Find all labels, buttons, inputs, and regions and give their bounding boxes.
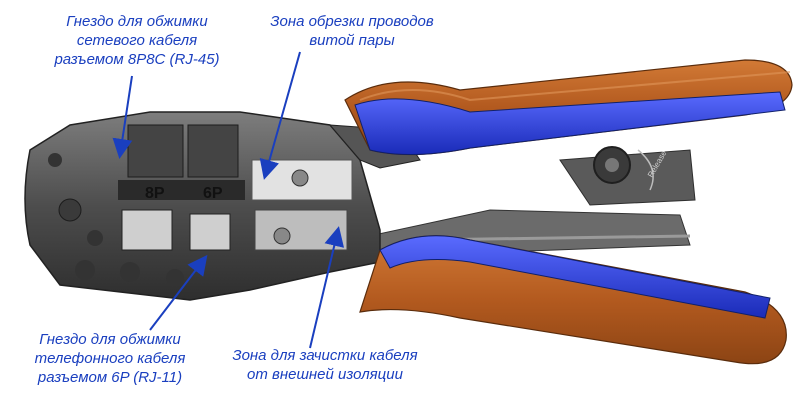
callout-arrows (112, 51, 345, 349)
tool-head: 8P 6P (24, 111, 421, 301)
callout-line: Зона для зачистки кабеля (232, 347, 418, 364)
bolt-icon (120, 262, 140, 282)
callout-rj11-socket: Гнездо для обжимки телефонного кабеля ра… (0, 330, 220, 387)
bolt-icon (75, 260, 95, 280)
callout-line: разъемом 8P8C (RJ-45) (54, 51, 220, 68)
arrow-rj45 (112, 75, 133, 159)
arrow-strip-zone (309, 226, 345, 349)
stripping-blade (254, 209, 348, 251)
callout-line: телефонного кабеля (34, 350, 186, 367)
socket-block-6p (187, 124, 239, 178)
lower-handle (359, 235, 787, 365)
callout-line: от внешней изоляции (247, 366, 403, 383)
callout-line: Гнездо для обжимки (66, 13, 208, 30)
bolt-icon (166, 269, 184, 287)
callout-line: разъемом 6P (RJ-11) (37, 369, 183, 386)
screw-icon (291, 169, 309, 187)
callout-rj45-socket: Гнездо для обжимки сетевого кабеля разъе… (22, 12, 252, 69)
bolt-icon (87, 230, 103, 246)
callout-line: витой пары (309, 32, 395, 49)
callout-line: Зона обрезки проводов (270, 13, 434, 30)
socket-6p-marking: 6P (203, 185, 223, 202)
socket-block-8p (127, 124, 184, 178)
bolt-icon (58, 198, 82, 222)
callout-line: Гнездо для обжимки (39, 331, 181, 348)
rj45-die (121, 209, 173, 251)
callout-strip-zone: Зона для зачистки кабеля от внешней изол… (200, 346, 450, 384)
upper-handle (344, 59, 793, 156)
rj11-die (189, 213, 231, 251)
screw-icon (273, 227, 291, 245)
callout-line: сетевого кабеля (76, 32, 198, 49)
callout-cut-zone: Зона обрезки проводов витой пары (232, 12, 472, 50)
bolt-icon (48, 153, 62, 167)
socket-8p-marking: 8P (145, 185, 165, 202)
arrow-rj11 (149, 254, 208, 331)
release-latch: Release (559, 146, 696, 206)
arrow-cut-zone (259, 51, 301, 180)
